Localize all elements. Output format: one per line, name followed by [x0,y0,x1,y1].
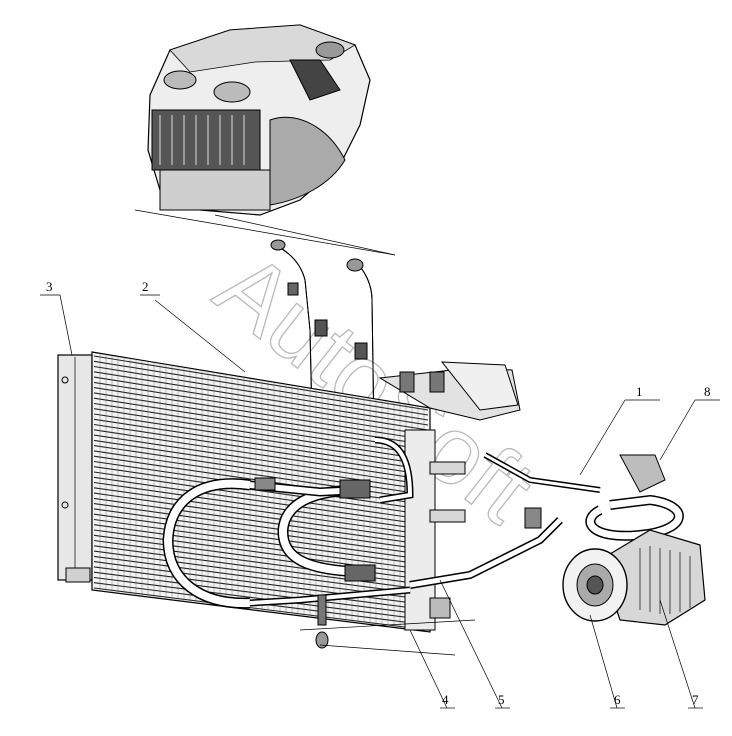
callout-label-8: 8 [704,384,711,399]
callout-label-6: 6 [614,692,621,707]
callout-label-3: 3 [46,279,53,294]
callout-labels: 1 2 3 4 5 6 7 8 [46,279,711,707]
callout-label-4: 4 [442,692,449,707]
refrigerant-hoses [162,436,414,649]
module-leader-lines [134,209,396,256]
callout-label-7: 7 [692,692,699,707]
brackets [378,361,521,421]
hvac-module [147,24,371,216]
evaporator-pipes [270,239,375,436]
callout-label-1: 1 [636,384,643,399]
callout-label-2: 2 [142,279,149,294]
callout-leaders [40,294,720,709]
ac-compressor [562,529,706,626]
callout-label-5: 5 [498,692,505,707]
condenser-side-tank [57,354,93,583]
